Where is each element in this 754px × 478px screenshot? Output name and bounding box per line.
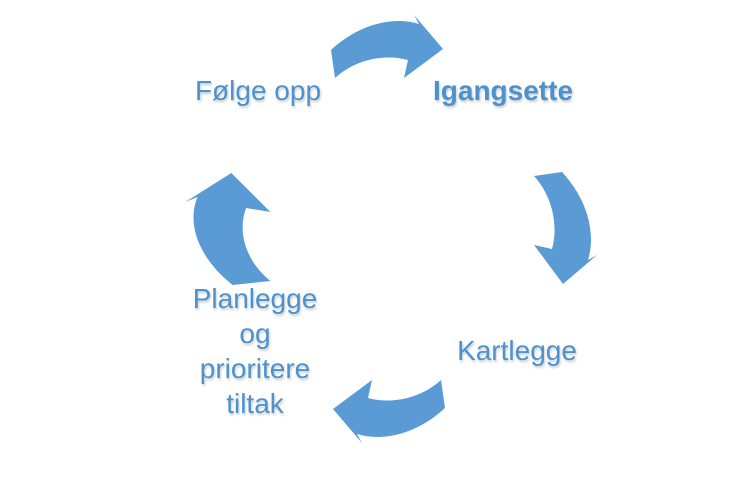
step-label-folge-opp: Følge opp bbox=[194, 75, 322, 106]
step-label-planlegge-og-prioritere-tiltak: Planlegge og prioritere tiltak bbox=[192, 283, 318, 419]
curved-arrow-right-icon bbox=[331, 15, 443, 78]
step-label-kartlegge: Kartlegge bbox=[457, 335, 577, 366]
step-label-igangsette: Igangsette bbox=[432, 75, 574, 106]
curved-arrow-up-icon bbox=[185, 173, 271, 285]
curved-arrow-down-icon bbox=[534, 172, 597, 284]
